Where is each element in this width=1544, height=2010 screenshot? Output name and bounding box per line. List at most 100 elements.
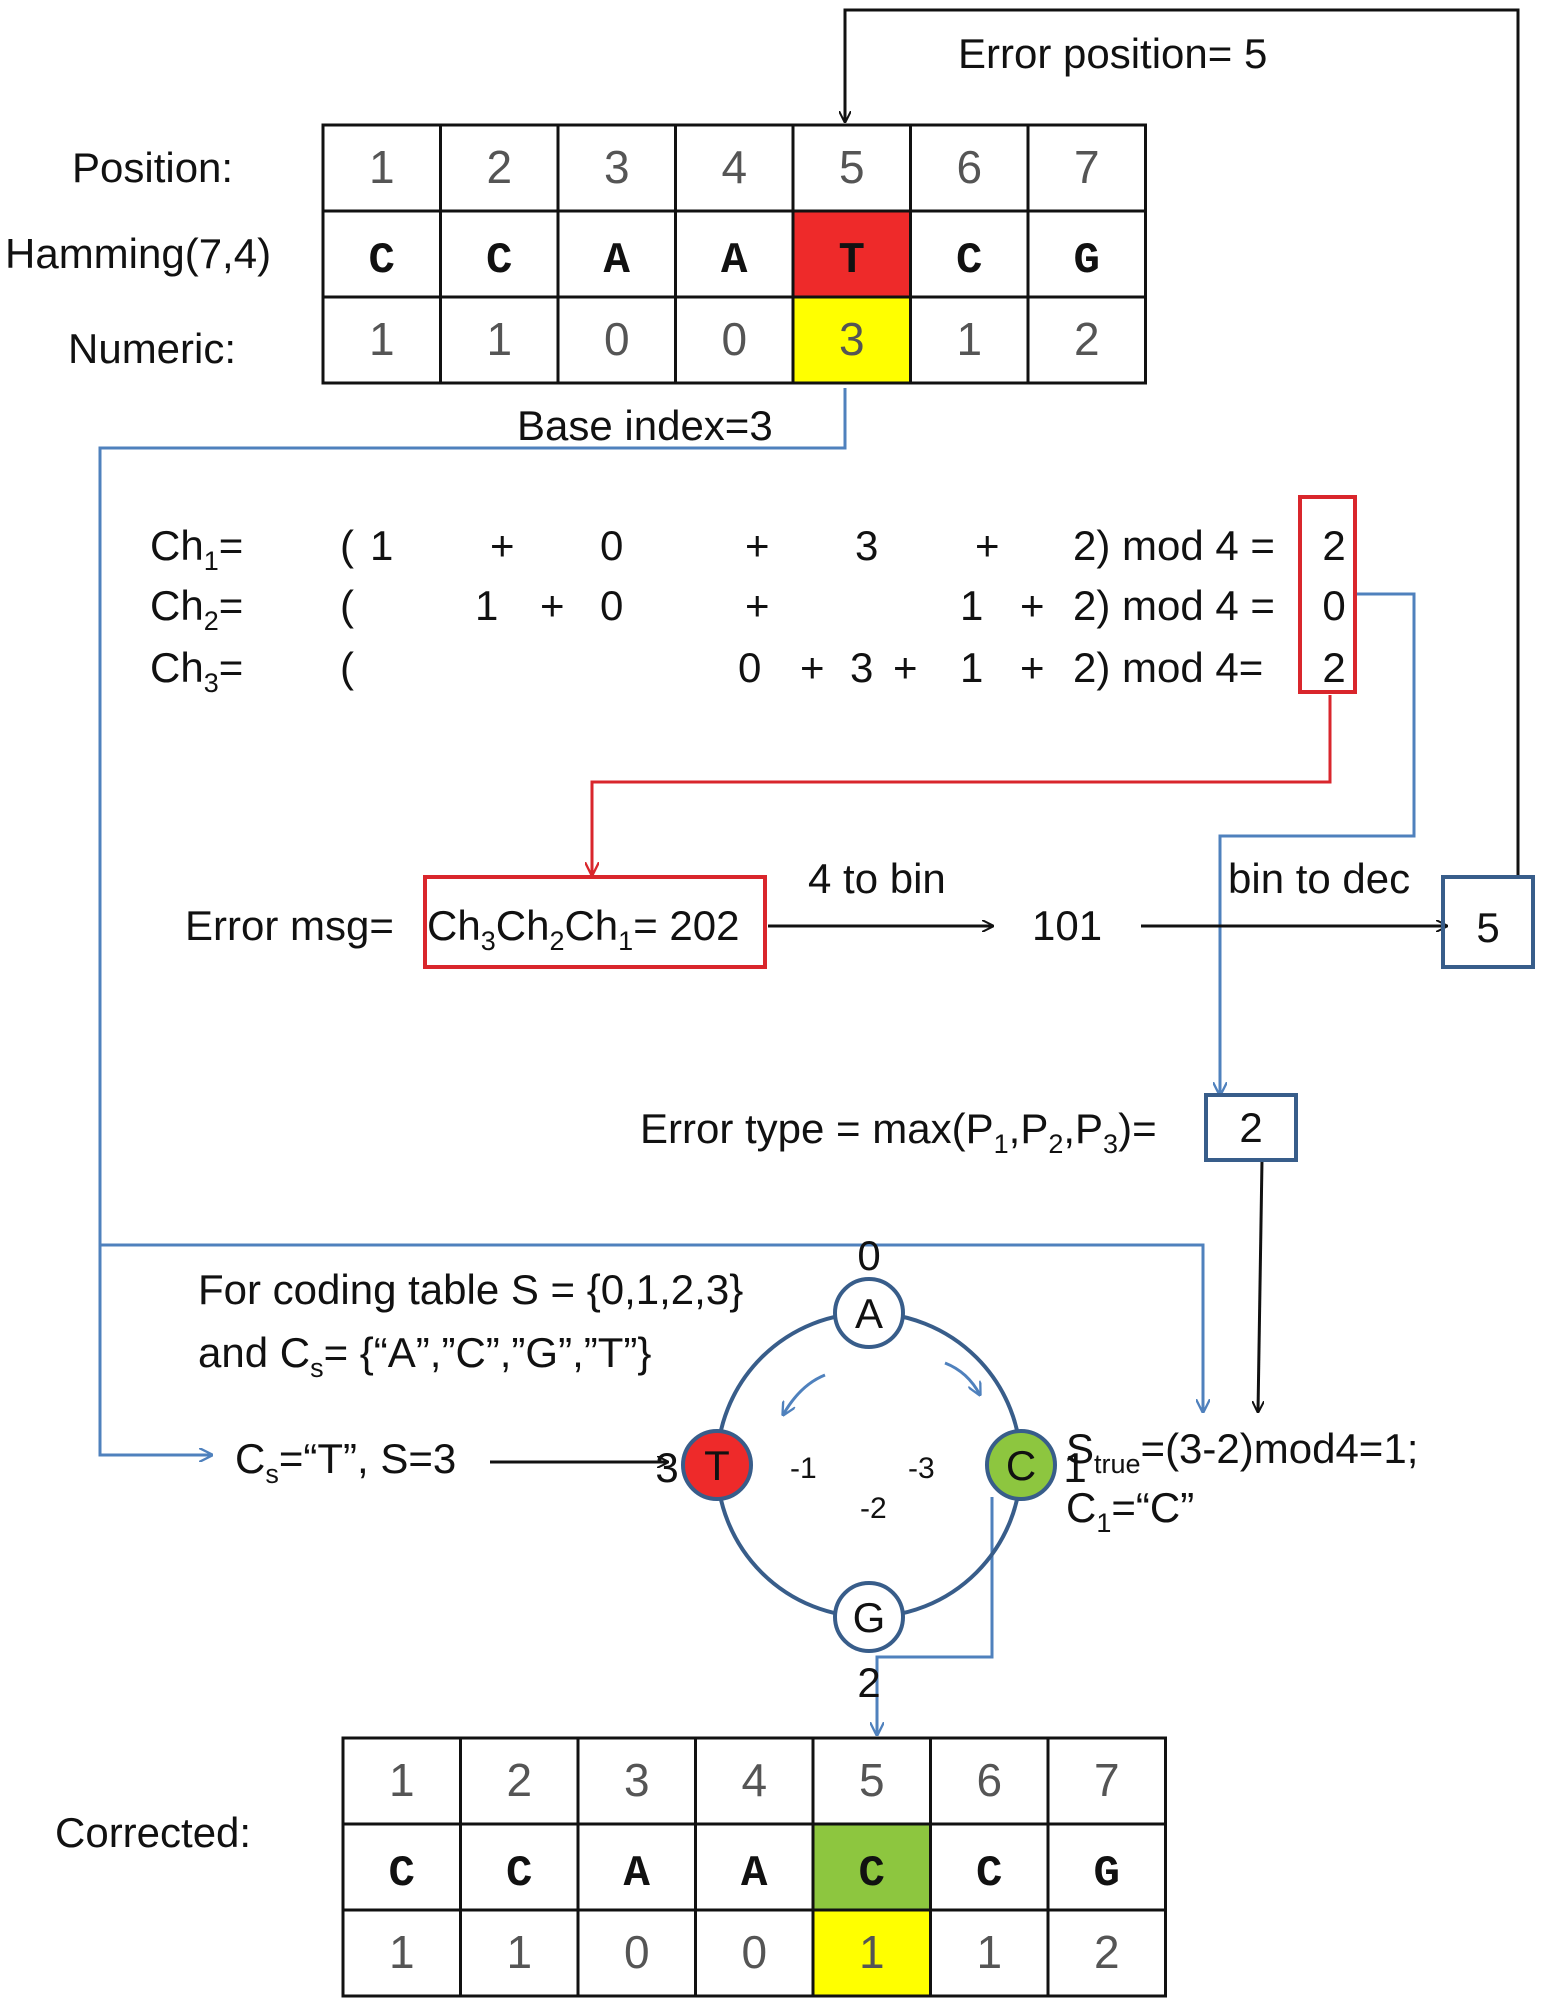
table-cell	[1046, 1822, 1167, 1912]
base-letter: G	[1094, 1849, 1120, 1899]
base-letter: T	[839, 236, 865, 286]
s-true-result: Strue=(3-2)mod4=1;	[1066, 1425, 1418, 1479]
c1-result: C1=“C”	[1066, 1484, 1194, 1538]
table-cell	[811, 1822, 932, 1912]
base-letter: C	[369, 236, 395, 286]
cs-assignment: Cs=“T”, S=3	[235, 1435, 456, 1489]
coding-table-line1: For coding table S = {0,1,2,3}	[198, 1266, 743, 1313]
wheel-node-index: 0	[857, 1232, 880, 1279]
error-position-label: Error position= 5	[958, 30, 1267, 77]
base-letter: G	[1074, 236, 1100, 286]
error-msg-prefix: Error msg=	[185, 902, 394, 949]
clockwise-arrow	[944, 1361, 980, 1395]
error-msg-box	[423, 875, 767, 969]
wheel-node-index: 3	[655, 1444, 678, 1491]
position-number: 1	[369, 141, 395, 193]
check-result: 0	[1322, 582, 1345, 629]
table-cell	[321, 295, 442, 385]
check-term: 1	[960, 644, 983, 691]
position-number: 7	[1074, 141, 1100, 193]
table-cell	[909, 295, 1030, 385]
numeric-value: 1	[486, 313, 512, 365]
numeric-value: 1	[956, 313, 982, 365]
table-cell	[1026, 209, 1147, 299]
check-term: 3	[855, 522, 878, 569]
check-to-msg-line	[592, 695, 1332, 875]
table-cell	[909, 209, 1030, 299]
wheel-node-letter: G	[853, 1594, 886, 1641]
table-cell	[576, 1822, 697, 1912]
wheel-node-index: 2	[857, 1659, 880, 1706]
check-result: 2	[1322, 522, 1345, 569]
position-number: 5	[839, 141, 865, 193]
table-cell	[439, 295, 560, 385]
base-letter: C	[389, 1849, 415, 1899]
check-term: +	[800, 644, 825, 691]
numeric-value: 2	[1094, 1926, 1120, 1978]
table-cell	[1026, 295, 1147, 385]
table-cell	[459, 1908, 580, 1998]
ch2-to-type-line	[1220, 592, 1416, 1095]
numeric-value: 1	[976, 1926, 1002, 1978]
numeric-value: 1	[369, 313, 395, 365]
wheel-offset: -1	[790, 1452, 817, 1485]
wheel-node-g	[833, 1581, 905, 1653]
position-number: 3	[624, 1754, 650, 1806]
wheel-node-c	[985, 1429, 1057, 1501]
base-letter: A	[624, 1849, 651, 1899]
check-term: +	[540, 582, 565, 629]
numeric-value: 1	[389, 1926, 415, 1978]
error-type-value: 2	[1239, 1104, 1262, 1151]
base-index-line	[98, 388, 847, 1455]
check-term: 1	[960, 582, 983, 629]
position-number: 3	[604, 141, 630, 193]
numeric-value: 1	[506, 1926, 532, 1978]
hamming-row-label: Hamming(7,4)	[5, 230, 271, 277]
check-term: 0	[600, 522, 623, 569]
check-term: +	[490, 522, 515, 569]
table-cell	[674, 295, 795, 385]
wheel-node-a	[833, 1277, 905, 1349]
connector-lines	[98, 8, 1520, 1735]
position-number: 2	[486, 141, 512, 193]
position-number: 4	[721, 141, 747, 193]
numeric-row-label: Numeric:	[68, 325, 236, 372]
wheel-node-letter: T	[704, 1442, 730, 1489]
table-cell	[341, 1736, 462, 1826]
table-cell	[439, 123, 560, 213]
table-cell	[1046, 1736, 1167, 1826]
table-cell	[694, 1908, 815, 1998]
wheel-node-t	[681, 1429, 753, 1501]
position-number: 7	[1094, 1754, 1120, 1806]
check-term: +	[1020, 644, 1045, 691]
position-number: 1	[389, 1754, 415, 1806]
check-term: 2) mod 4 =	[1073, 522, 1275, 569]
table-cell	[1046, 1908, 1167, 1998]
table-cell	[909, 123, 1030, 213]
error-type-formula: Error type = max(P1,Error type = max(PP2…	[640, 1105, 1157, 1159]
check-term: (	[340, 582, 354, 629]
error-type-box	[1204, 1093, 1298, 1162]
check-term: (	[340, 644, 354, 691]
decimal-value: 5	[1476, 904, 1499, 951]
wheel-node-letter: A	[855, 1290, 883, 1337]
wheel-offset: -3	[908, 1452, 935, 1485]
table-cell	[556, 209, 677, 299]
check-term: 2) mod 4=	[1073, 644, 1263, 691]
wheel-offset: -2	[860, 1492, 887, 1525]
check-term: +	[1020, 582, 1045, 629]
table-cell	[674, 123, 795, 213]
table-cell	[694, 1736, 815, 1826]
counterclockwise-arrow	[783, 1373, 826, 1415]
wheel-to-corrected-line	[877, 1497, 994, 1735]
check-results-box	[1298, 495, 1357, 694]
base-letter: A	[741, 1849, 768, 1899]
check-term: 1	[370, 522, 393, 569]
wheel-ring	[715, 1311, 1023, 1619]
check-label: Ch3=	[150, 644, 243, 698]
numeric-value: 0	[741, 1926, 767, 1978]
